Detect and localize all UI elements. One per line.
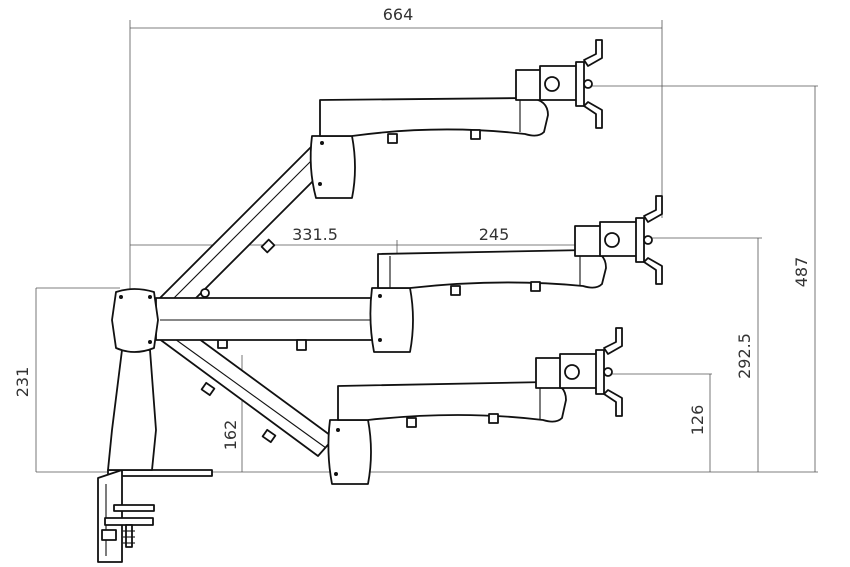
shoulder-joint [111, 288, 159, 353]
dim-forearm-length: 245 [479, 225, 510, 244]
dim-upper-reach: 331.5 [292, 225, 338, 244]
forearm-bottom [337, 381, 567, 428]
dim-max-height: 487 [792, 257, 811, 288]
tilt-head-middle [574, 195, 663, 285]
tilt-head-top [515, 39, 603, 129]
dim-pole-height: 231 [13, 367, 32, 398]
forearm-middle [377, 249, 607, 296]
dim-pivot-height: 162 [221, 420, 240, 451]
elbow-joint-top [309, 135, 356, 199]
elbow-joint-bottom [327, 419, 372, 485]
tilt-head-bottom [535, 327, 623, 417]
dim-low-height: 126 [688, 405, 707, 436]
dim-mid-height: 292.5 [735, 333, 754, 379]
dimension-labels: 664 331.5 245 487 292.5 126 162 231 [13, 5, 811, 450]
upper-arm-lowered [157, 321, 335, 457]
forearm-top [319, 97, 549, 144]
mounting-pole [107, 349, 157, 471]
dim-overall-width: 664 [383, 5, 414, 24]
elbow-joint-middle [369, 287, 414, 353]
desk-clamp [97, 469, 213, 563]
